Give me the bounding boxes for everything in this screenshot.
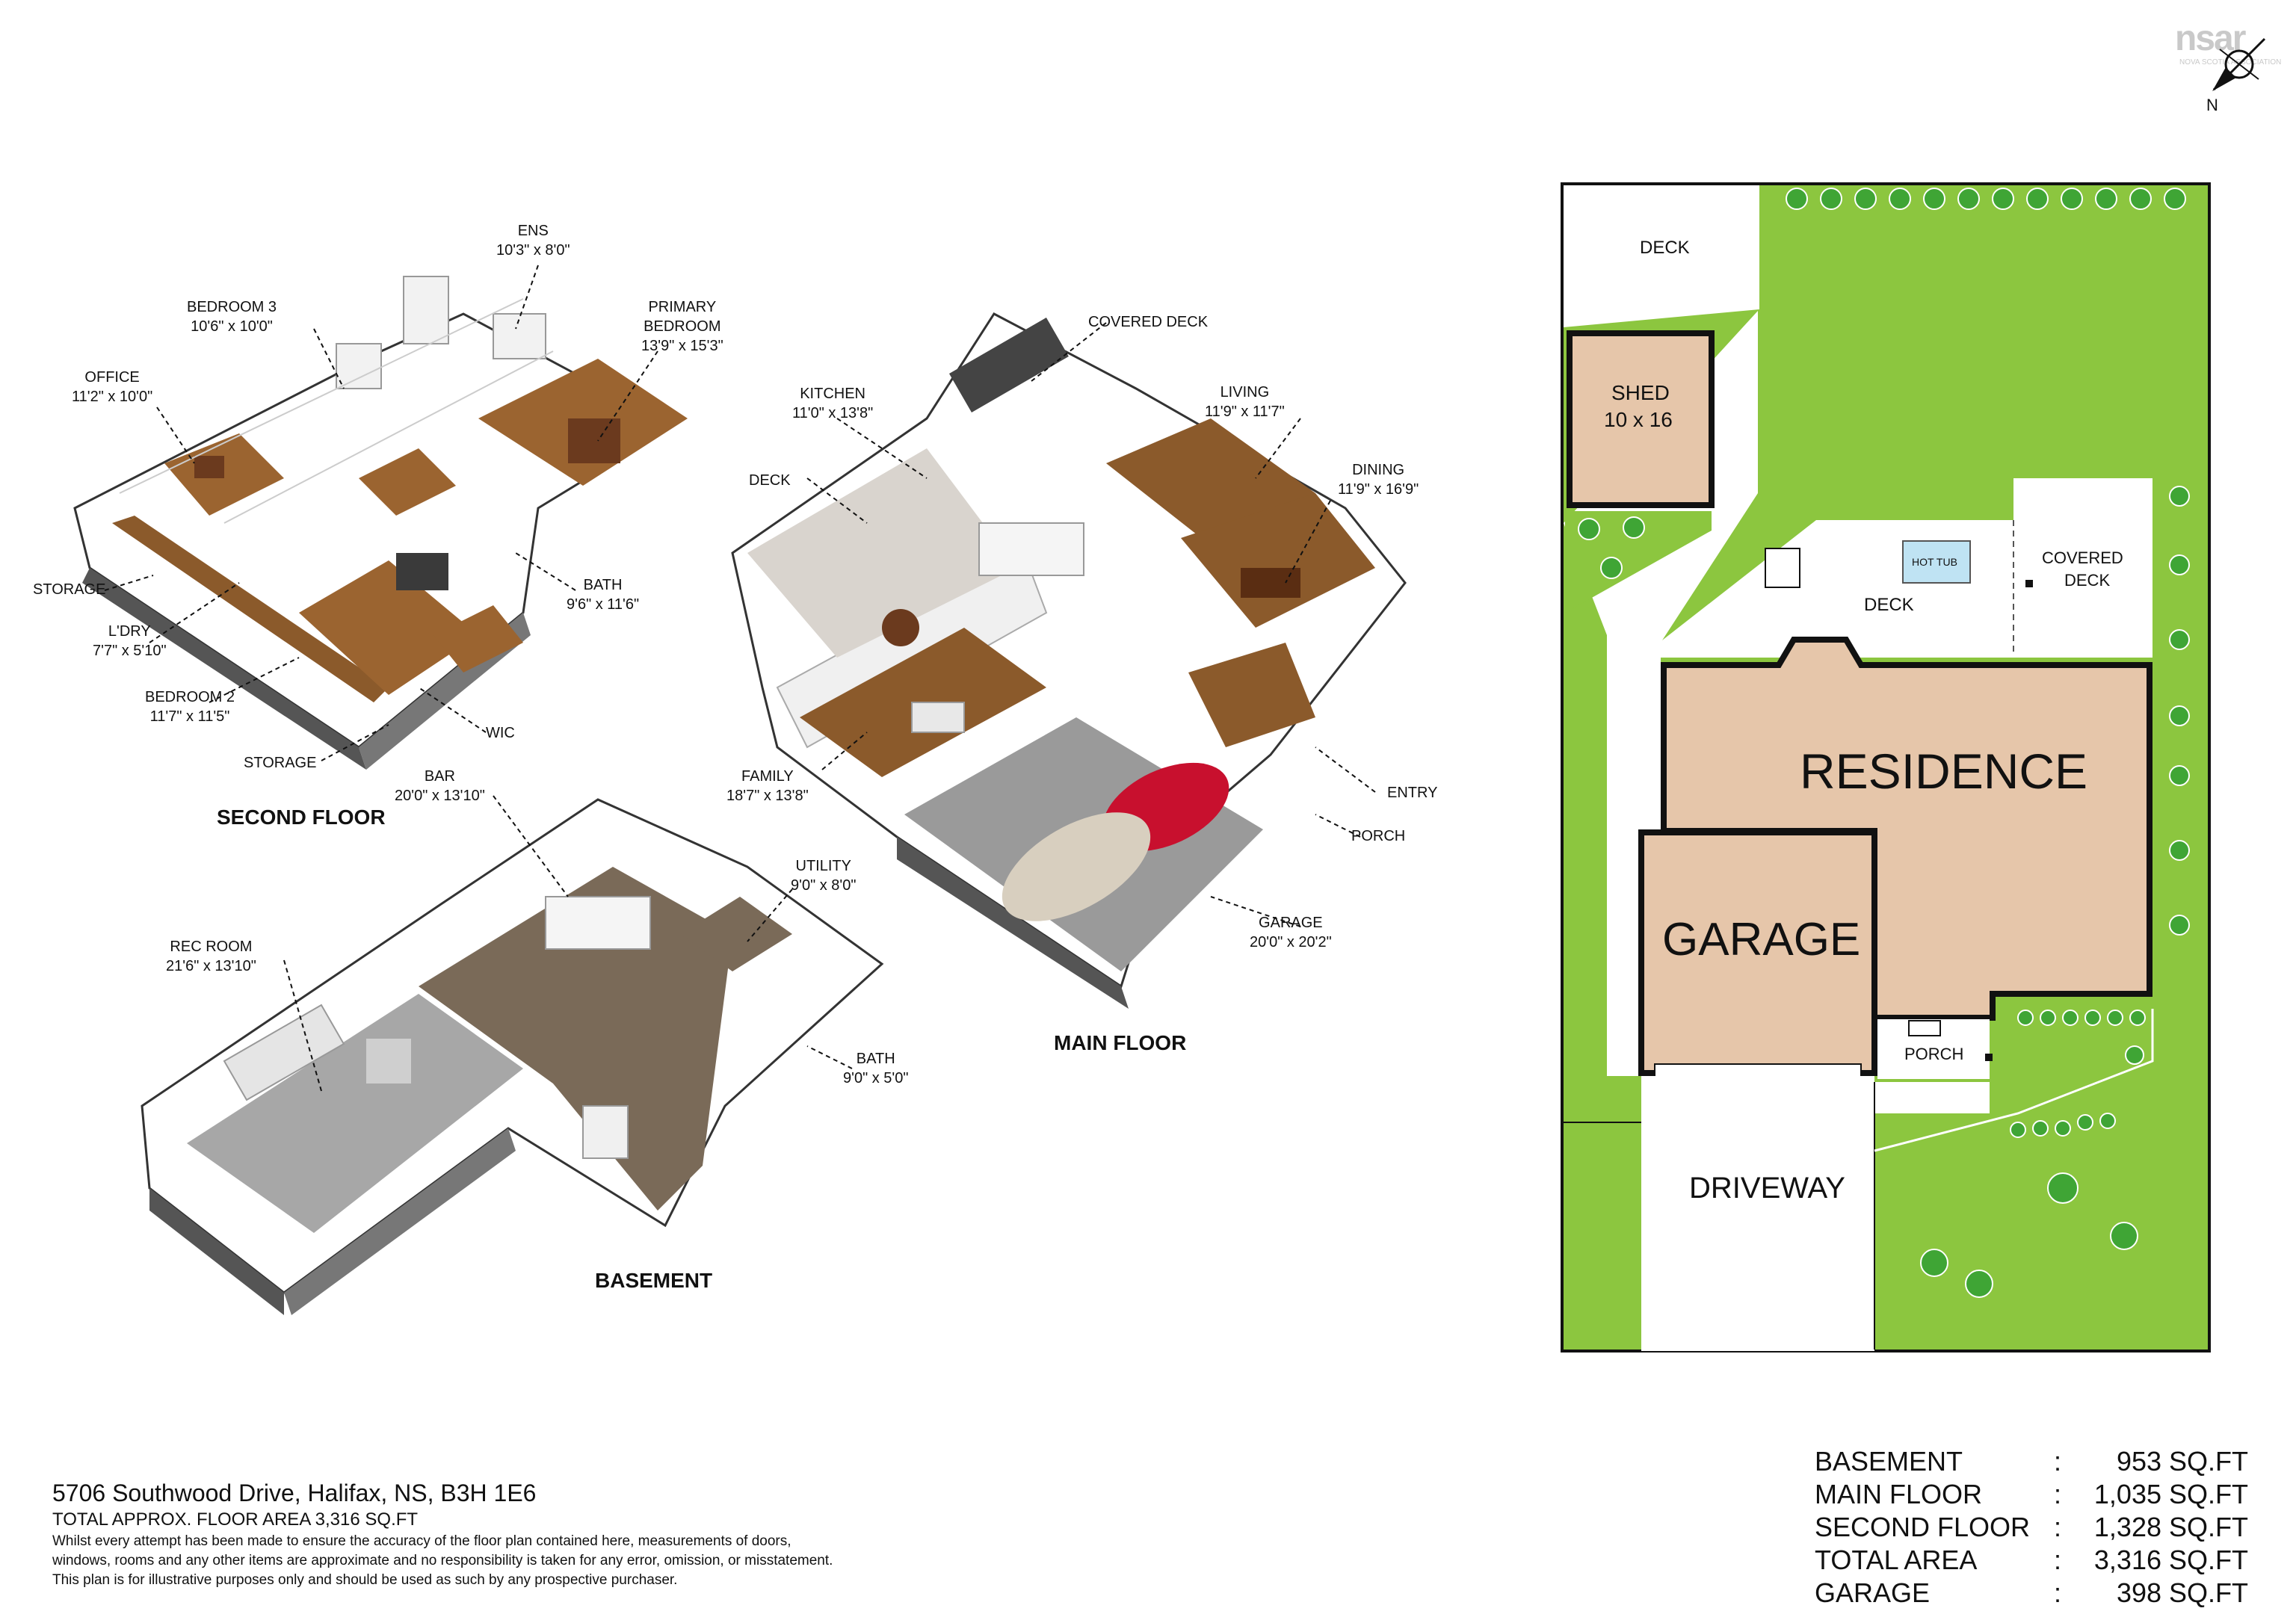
room-label-covered-deck: COVERED DECK xyxy=(1088,314,1209,330)
site-label-covered-deck-2: DECK xyxy=(2064,571,2111,590)
basement-plan xyxy=(141,798,884,1315)
site-label-deck: DECK xyxy=(1864,595,1914,615)
floor-title-basement: BASEMENT xyxy=(595,1269,713,1292)
site-label-porch: PORCH xyxy=(1904,1045,1964,1063)
room-label-wic: WIC xyxy=(486,725,515,741)
area-row: MAIN FLOOR:1,035 SQ.FT xyxy=(1815,1479,2248,1509)
site-label-hot-tub: HOT TUB xyxy=(1912,556,1957,568)
site-label-shed-dimensions: 10 x 16 xyxy=(1604,408,1673,431)
site-label-shed: SHED xyxy=(1611,381,1670,404)
disclaimer-line-2: windows, rooms and any other items are a… xyxy=(52,1553,833,1568)
area-row: TOTAL AREA:3,316 SQ.FT xyxy=(1815,1545,2248,1575)
room-label-entry: ENTRY xyxy=(1387,785,1438,801)
disclaimer-line-3: This plan is for illustrative purposes o… xyxy=(52,1572,678,1588)
room-label-porch: PORCH xyxy=(1351,828,1406,844)
floor-title-second: SECOND FLOOR xyxy=(217,806,386,829)
property-address: 5706 Southwood Drive, Halifax, NS, B3H 1… xyxy=(52,1480,537,1506)
site-label-residence: RESIDENCE xyxy=(1800,744,2088,799)
floor-title-main: MAIN FLOOR xyxy=(1054,1031,1187,1054)
disclaimer-line-1: Whilst every attempt has been made to en… xyxy=(52,1533,791,1549)
room-label-deck: DECK xyxy=(749,472,791,489)
main-floor-plan xyxy=(731,312,1407,1009)
total-floor-area: TOTAL APPROX. FLOOR AREA 3,316 SQ.FT xyxy=(52,1509,419,1530)
room-label-storage-2: STORAGE xyxy=(244,755,317,771)
area-summary-table: BASEMENT:953 SQ.FT MAIN FLOOR:1,035 SQ.F… xyxy=(1815,1445,2248,1610)
site-label-covered-deck-1: COVERED xyxy=(2042,548,2123,567)
compass-north-label: N xyxy=(2206,96,2218,114)
area-row: GARAGE:398 SQ.FT xyxy=(1815,1577,2248,1608)
site-label-deck-top: DECK xyxy=(1640,238,1690,258)
second-floor-plan xyxy=(73,276,688,770)
site-label-garage: GARAGE xyxy=(1662,914,1861,965)
room-label-storage: STORAGE xyxy=(33,581,106,598)
site-label-driveway: DRIVEWAY xyxy=(1689,1172,1845,1205)
area-row: SECOND FLOOR:1,328 SQ.FT xyxy=(1815,1512,2248,1542)
area-row: BASEMENT:953 SQ.FT xyxy=(1815,1446,2248,1477)
